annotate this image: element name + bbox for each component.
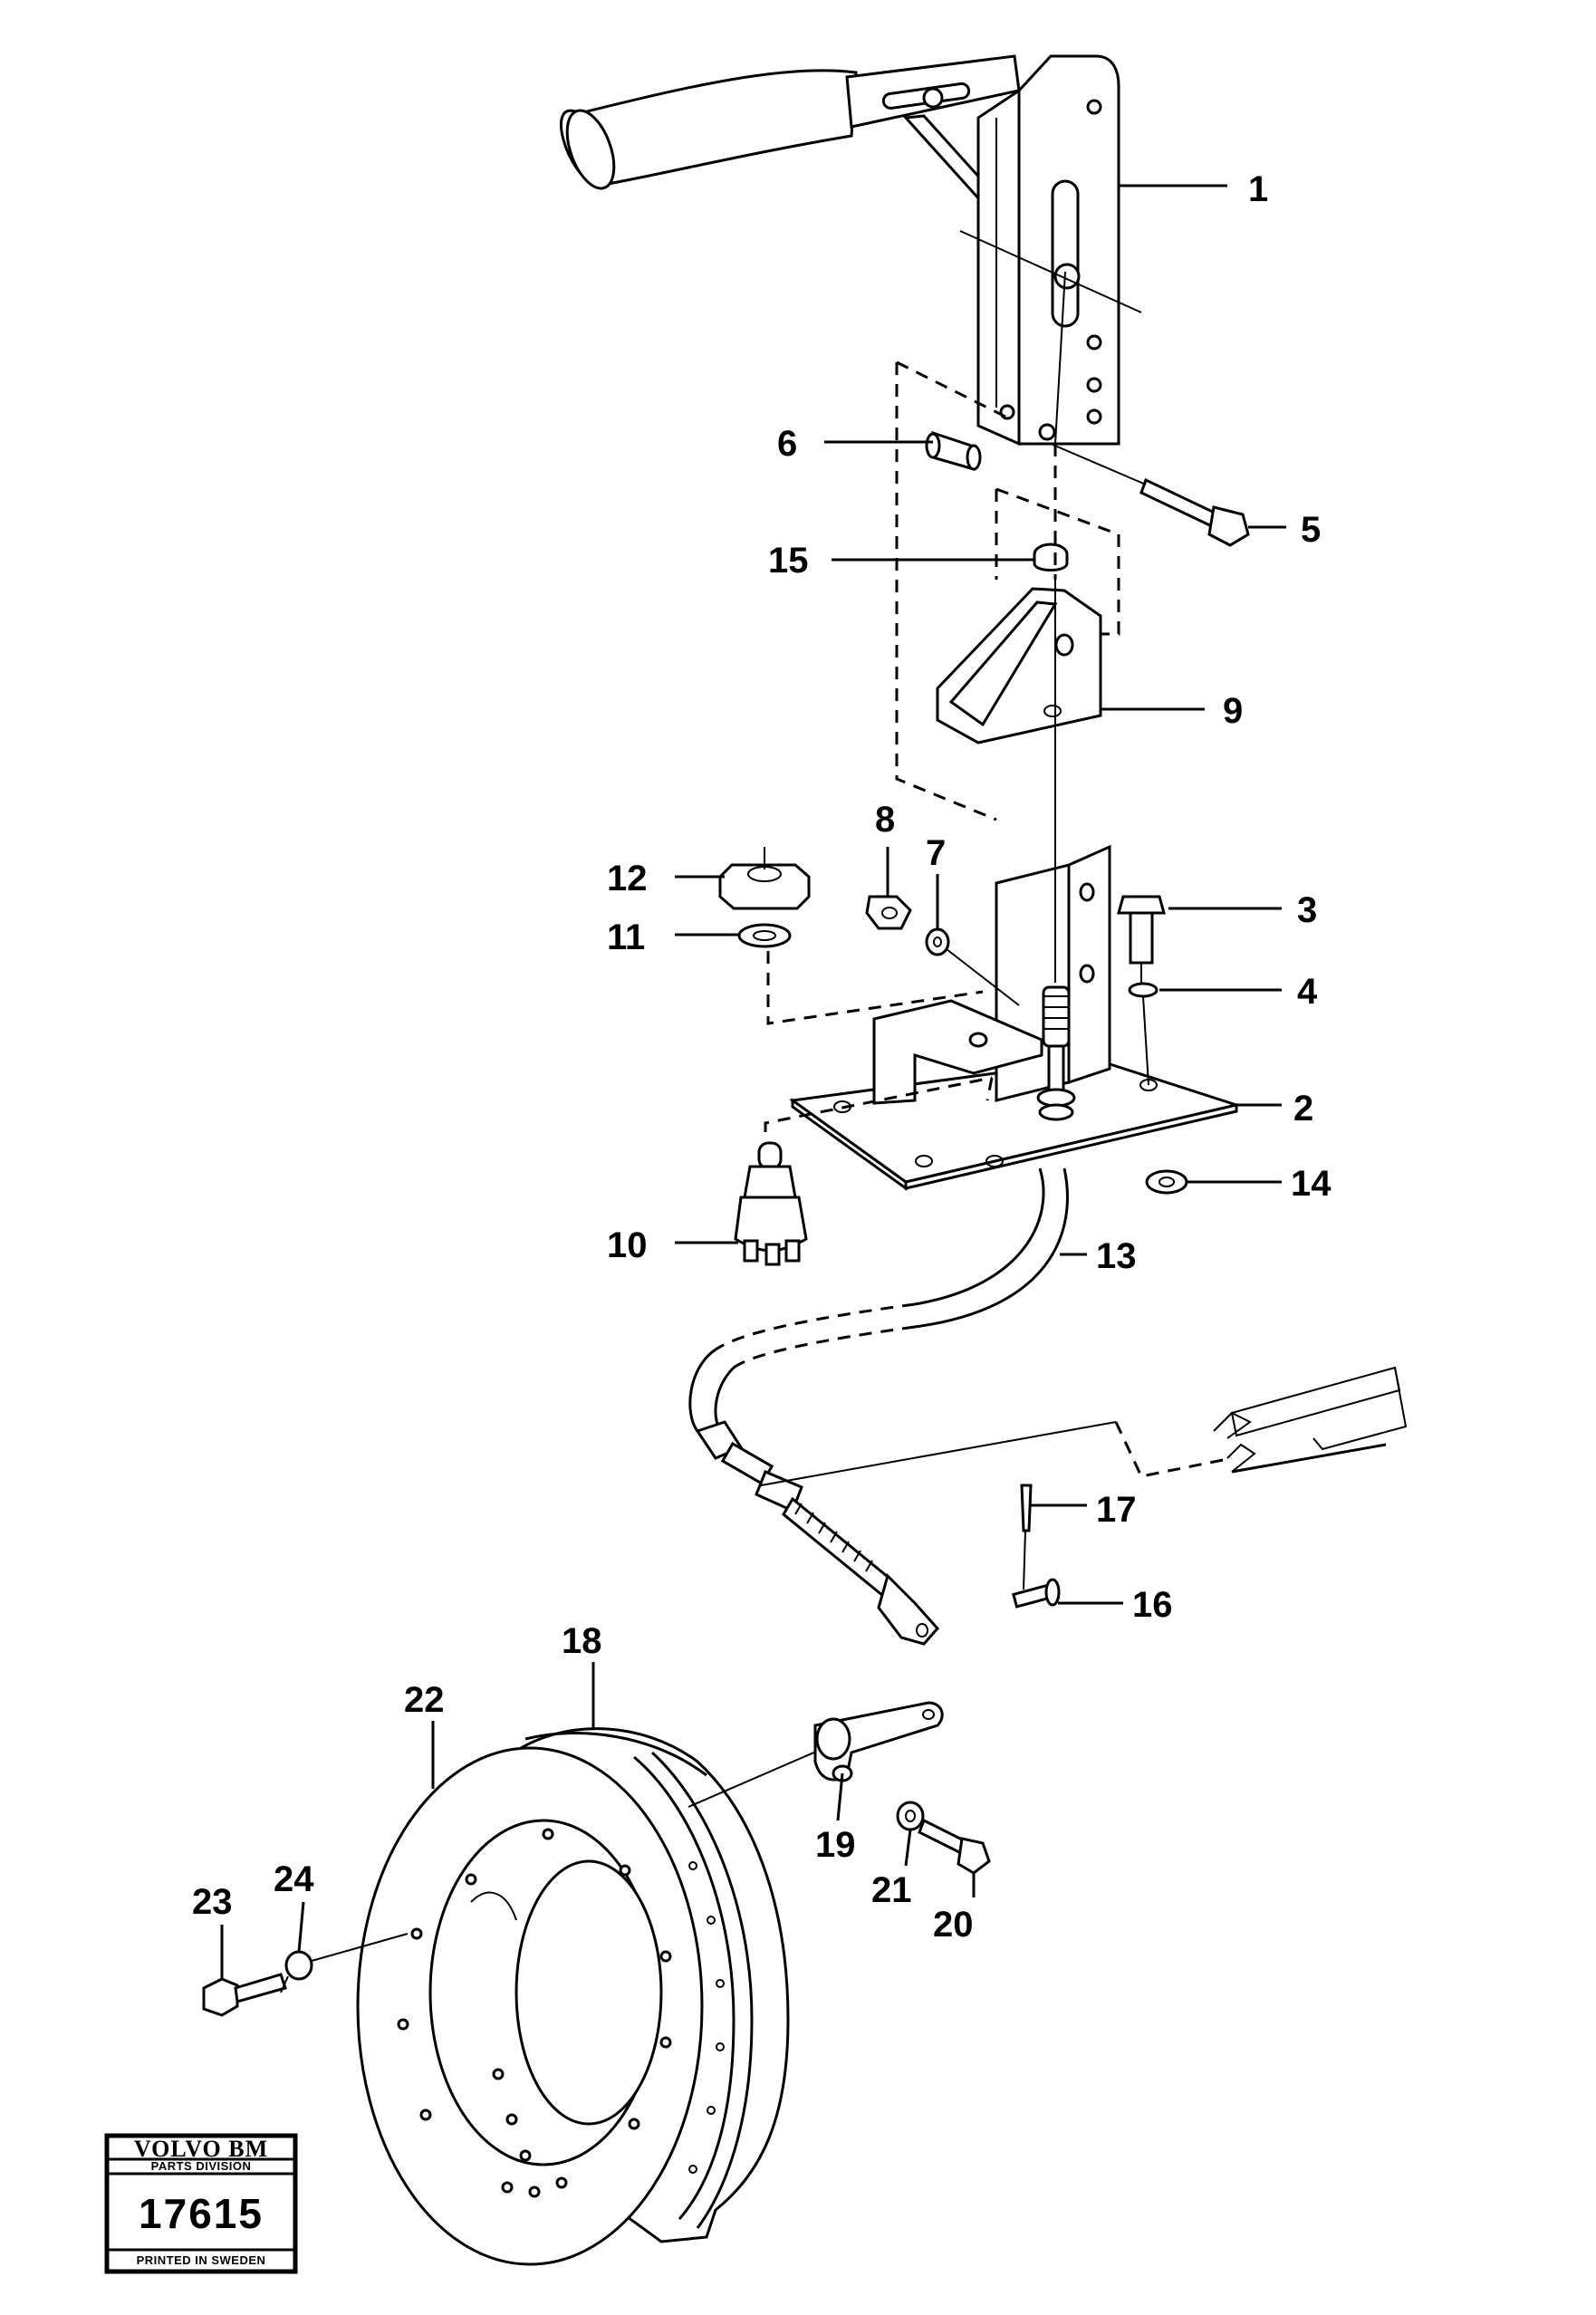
callout-14: 14 (1291, 1164, 1332, 1204)
callout-3: 3 (1297, 890, 1317, 930)
nut-part-15 (1033, 543, 1069, 572)
callout-20: 20 (933, 1905, 974, 1945)
leader-lines (220, 184, 1286, 1979)
callout-24: 24 (274, 1859, 314, 1899)
nut-part-12 (718, 847, 811, 910)
assembly-lines (760, 271, 1233, 1486)
washer-part-4 (1128, 982, 1159, 1086)
hand-lever-assembly (560, 54, 1142, 447)
spacer-sleeve-part-6 (925, 430, 982, 471)
clevis-pin-part-16 (1012, 1578, 1061, 1609)
washer-part-14 (1145, 1169, 1188, 1195)
callout-6: 6 (777, 424, 797, 464)
washer-part-21 (896, 1801, 925, 1831)
nut-part-8 (865, 895, 912, 930)
base-plate-part-2 (789, 844, 1242, 1191)
switch-part-10 (734, 1141, 808, 1266)
washer-part-7 (925, 927, 1020, 1006)
callout-10: 10 (607, 1225, 648, 1265)
linkage-arm (1213, 1366, 1408, 1474)
stamp-division: PARTS DIVISION (151, 2159, 252, 2173)
bolt-part-20 (918, 1818, 991, 1875)
bolt-part-3 (1117, 895, 1166, 983)
split-pin-part-17 (1020, 1484, 1033, 1590)
callout-23: 23 (192, 1882, 233, 1922)
callout-2: 2 (1293, 1089, 1313, 1129)
bolt-part-5 (1050, 443, 1250, 547)
callout-5: 5 (1301, 510, 1321, 550)
stamp-brand: VOLVO BM (134, 2136, 268, 2162)
parts-division-stamp: VOLVO BM PARTS DIVISION 17615 PRINTED IN… (104, 2133, 298, 2274)
callout-15: 15 (768, 541, 809, 581)
brake-lever-part-19 (813, 1701, 944, 1782)
washer-part-11 (737, 923, 792, 948)
stamp-footer: PRINTED IN SWEDEN (137, 2253, 266, 2267)
callout-12: 12 (607, 859, 648, 898)
callout-18: 18 (562, 1621, 602, 1661)
brake-drum-part-22 (356, 1727, 825, 2266)
bolt-part-23 (202, 1973, 287, 2017)
callout-1: 1 (1248, 169, 1268, 209)
callout-9: 9 (1223, 691, 1243, 731)
callout-16: 16 (1132, 1585, 1173, 1625)
callout-19: 19 (815, 1825, 856, 1865)
callout-8: 8 (875, 800, 895, 840)
callout-11: 11 (607, 917, 645, 957)
part-callouts: 1 2 3 4 5 6 7 8 9 10 11 12 13 14 15 16 1… (192, 169, 1332, 1945)
callout-17: 17 (1096, 1490, 1137, 1530)
guide-bracket-part-9 (936, 587, 1102, 744)
callout-4: 4 (1297, 972, 1318, 1012)
callout-7: 7 (926, 833, 946, 873)
callout-13: 13 (1096, 1236, 1137, 1276)
callout-21: 21 (871, 1870, 912, 1910)
cable-part-13 (688, 985, 1076, 1646)
callout-22: 22 (404, 1680, 445, 1720)
stamp-part-number: 17615 (139, 2190, 264, 2237)
